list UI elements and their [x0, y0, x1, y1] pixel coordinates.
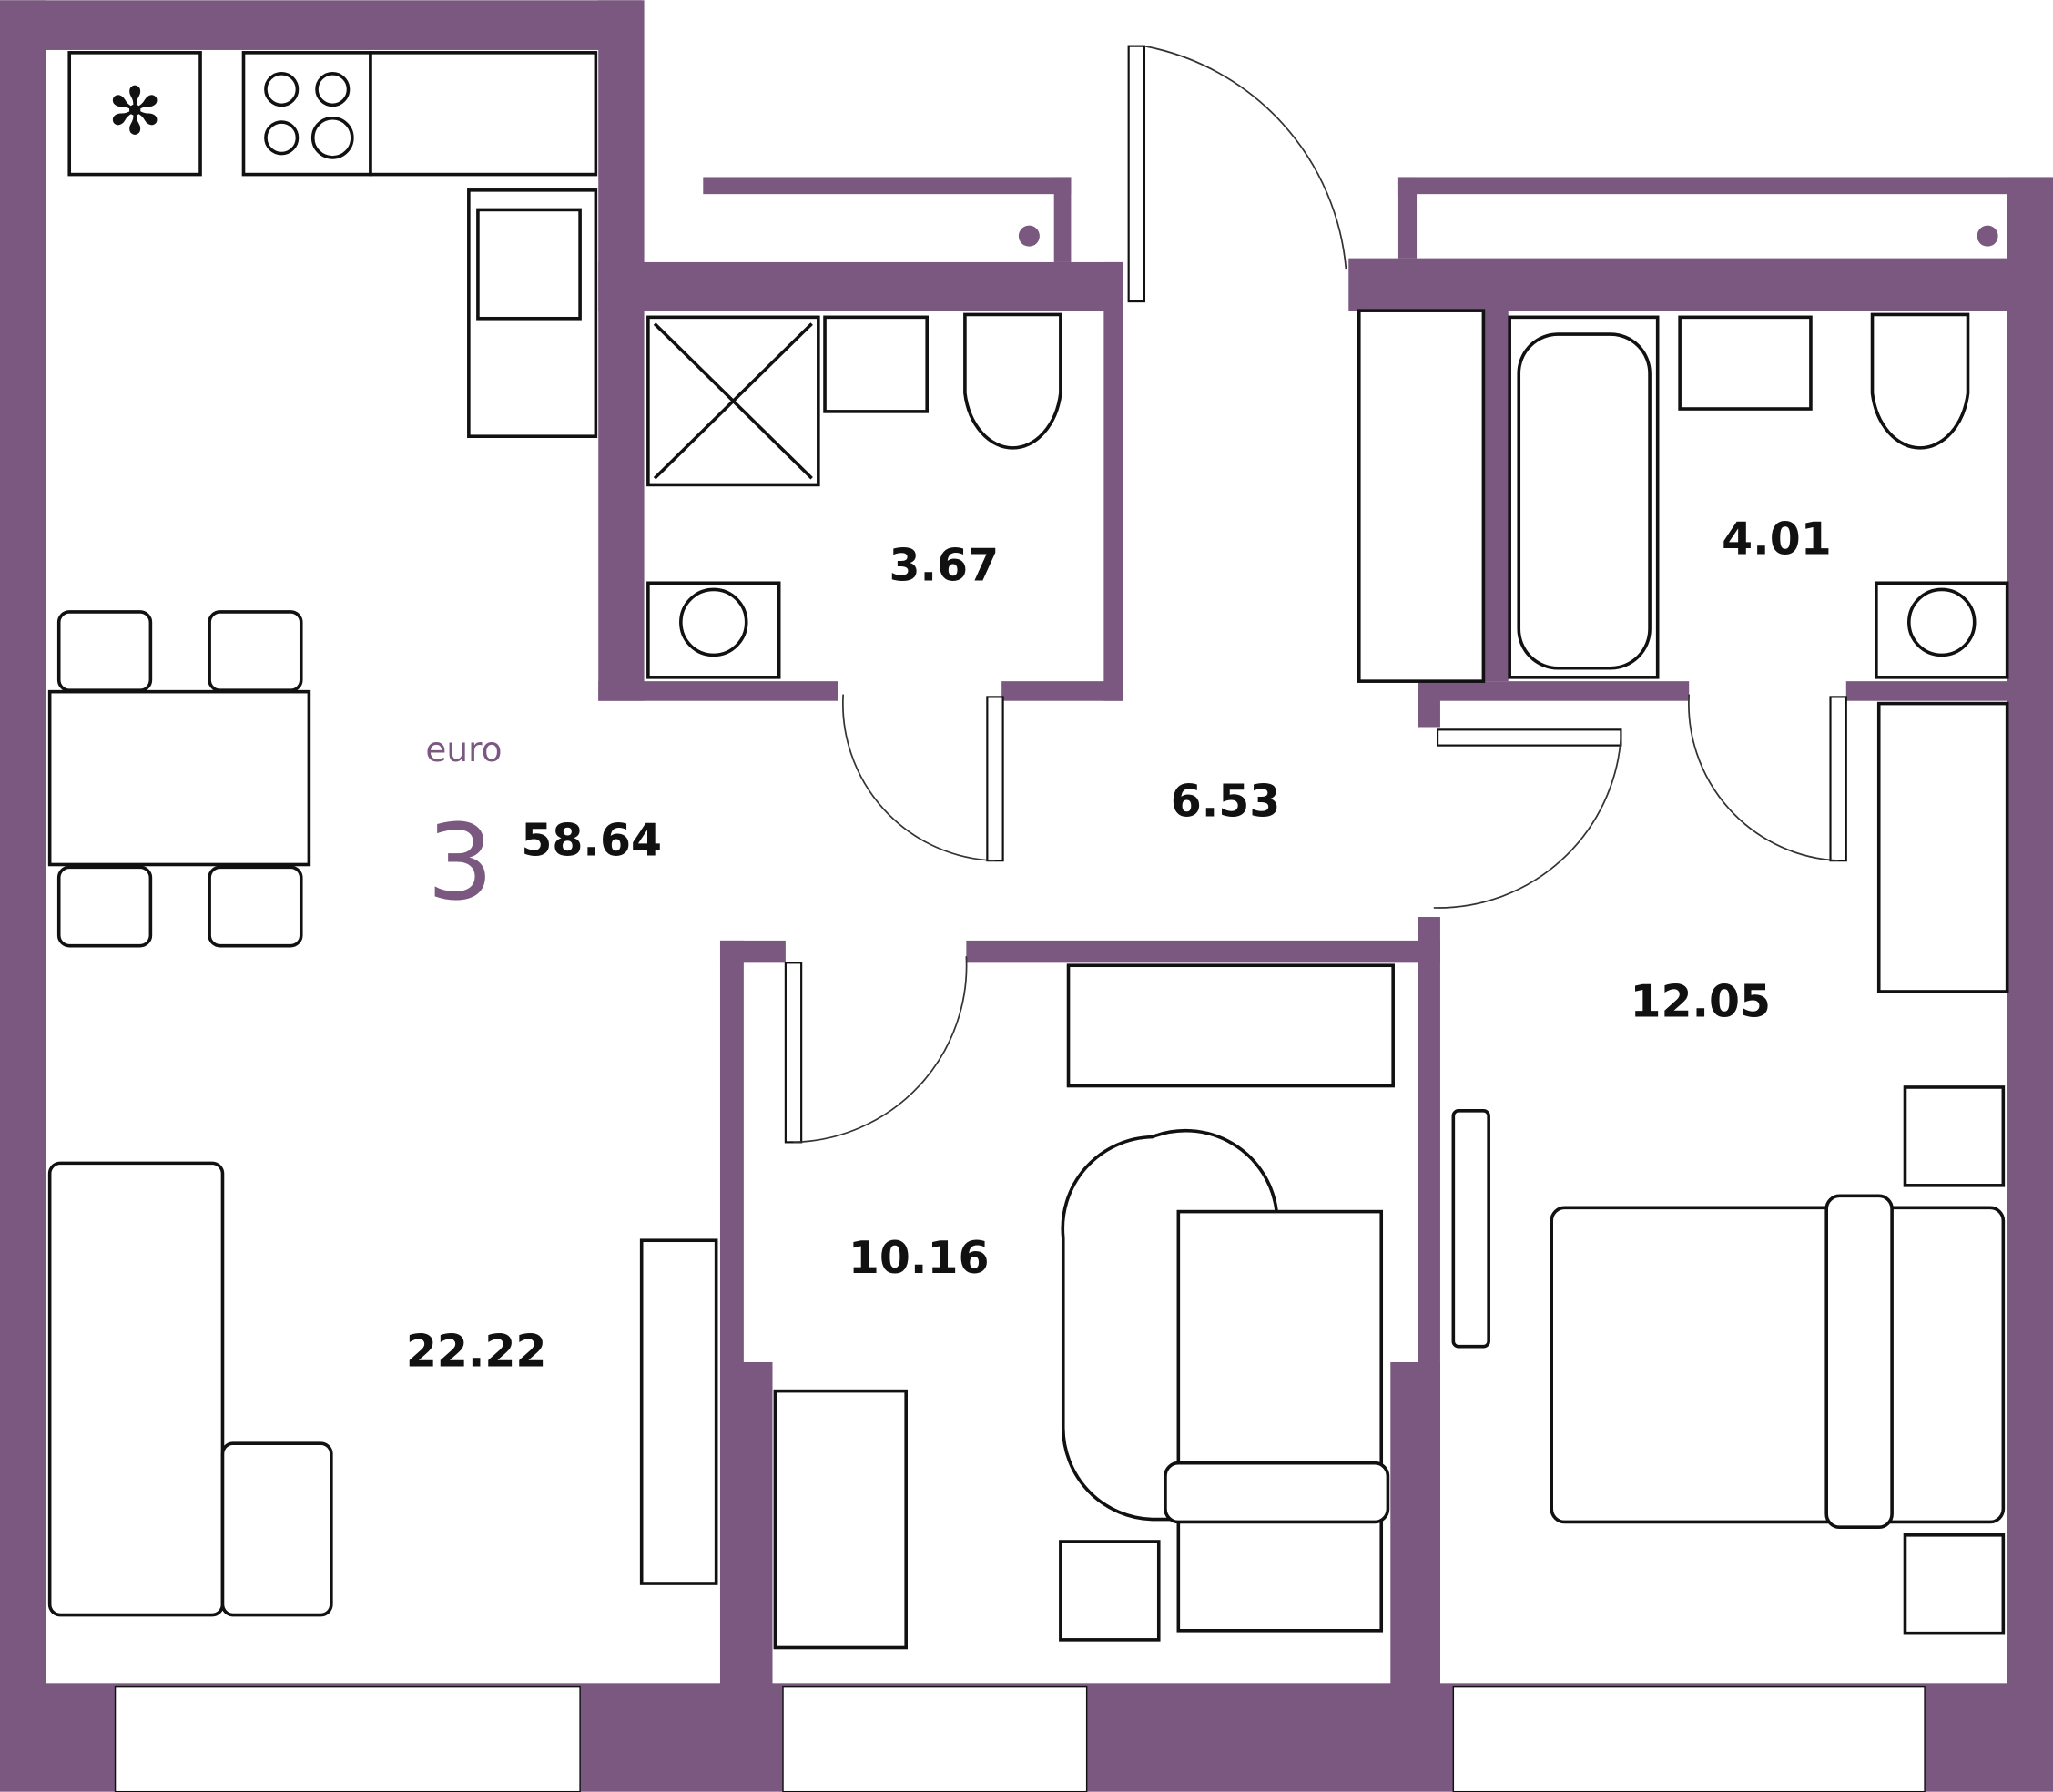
apartment-type-label: euro: [425, 729, 502, 769]
room-area-hallway: 6.53: [1171, 775, 1281, 827]
furniture: ✻: [47, 51, 2009, 1650]
room-area-bedroom-1: 10.16: [849, 1232, 990, 1284]
room-count: 3: [427, 802, 493, 924]
doors: [784, 45, 1847, 1144]
windows: [114, 1685, 1926, 1792]
room-area-bathroom-1: 3.67: [889, 539, 999, 591]
labels: euro 3 58.64 22.22 3.67 6.53 4.01 10.16 …: [406, 514, 1832, 1378]
room-area-bathroom-2: 4.01: [1722, 514, 1832, 565]
snowflake-icon: ✻: [107, 76, 162, 148]
total-area: 58.64: [521, 814, 662, 866]
room-area-kitchen-living: 22.22: [406, 1325, 547, 1377]
room-area-bedroom-2: 12.05: [1630, 975, 1771, 1027]
